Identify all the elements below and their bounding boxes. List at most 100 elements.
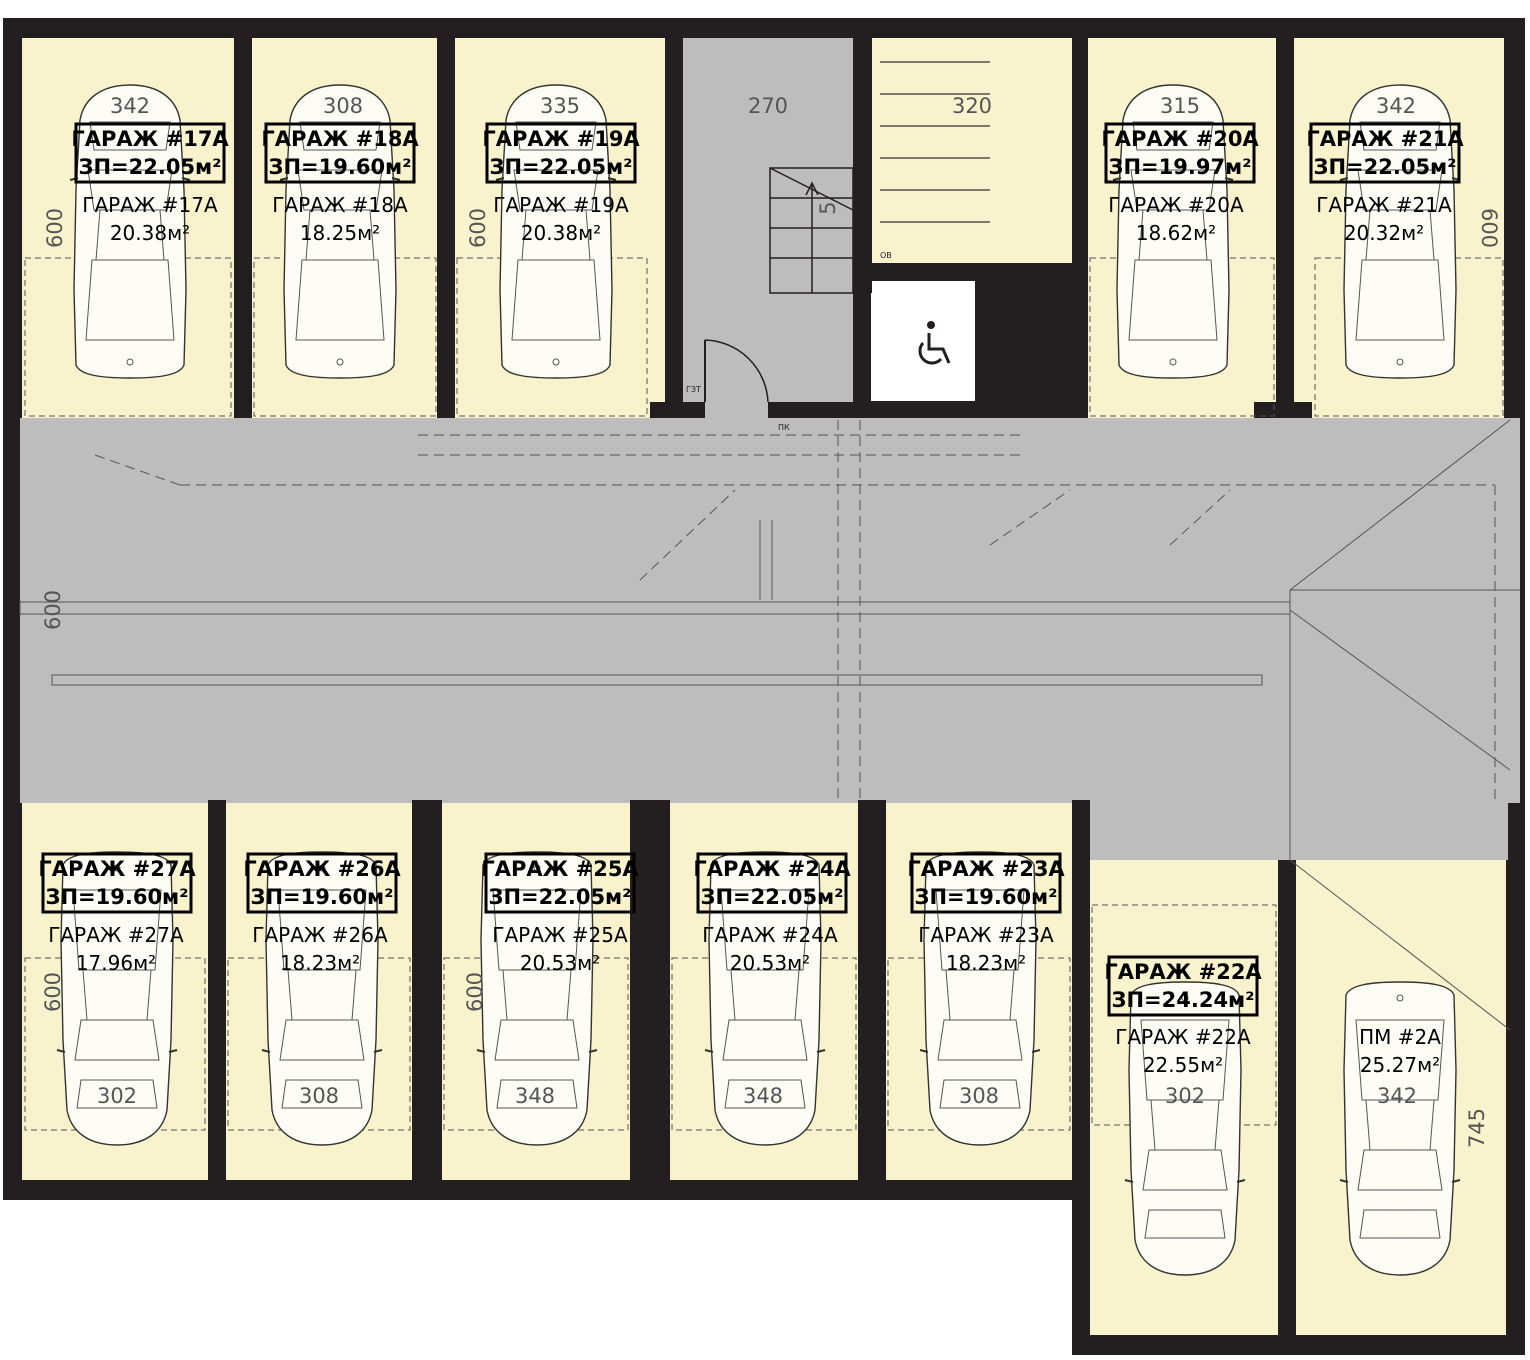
dim-27a-width: 302 <box>97 1084 137 1108</box>
stair-label: 5 <box>816 201 840 214</box>
garage-27a-name: ГАРАЖ #27А <box>48 923 184 947</box>
garage-17a-title: ГАРАЖ #17А <box>71 127 229 151</box>
wall <box>665 38 683 418</box>
label-box-18a <box>264 122 416 184</box>
garage-20a-area: 18.62м² <box>1136 221 1216 245</box>
wall <box>234 38 252 418</box>
garage-21a-zp: ЗП=22.05м² <box>1314 155 1457 179</box>
label-box-26a <box>246 852 398 914</box>
dim-stair-width: 270 <box>748 94 788 118</box>
garage-22a-zp: ЗП=24.24м² <box>1112 988 1255 1012</box>
wall <box>858 800 886 1180</box>
door-tag: ГЗТ <box>686 385 701 394</box>
dim-bike-width: 320 <box>952 94 992 118</box>
garage-25a-zp: ЗП=22.05м² <box>489 885 632 909</box>
label-box-21a <box>1309 122 1461 184</box>
garage-21a-title: ГАРАЖ #21А <box>1306 127 1464 151</box>
garage-18a-title: ГАРАЖ #18А <box>261 127 419 151</box>
label-box-25a <box>484 852 636 914</box>
garage-25a-title: ГАРАЖ #25А <box>481 857 639 881</box>
garage-25a-name: ГАРАЖ #25А <box>492 923 628 947</box>
dim-21a-depth: 600 <box>1477 208 1501 248</box>
garage-24a-name: ГАРАЖ #24А <box>702 923 838 947</box>
dim-24a-width: 348 <box>743 1084 783 1108</box>
dim-17a-depth: 600 <box>43 208 67 248</box>
wall <box>1278 860 1296 1335</box>
wall <box>412 800 442 1180</box>
garage-22a-area: 22.55м² <box>1143 1053 1223 1077</box>
aisle-right-extension <box>1088 795 1508 860</box>
wall <box>1072 800 1090 1180</box>
wheelchair-icon <box>918 321 951 365</box>
dim-27a-depth: 600 <box>41 972 65 1012</box>
garage-26a-zp: ЗП=19.60м² <box>251 885 394 909</box>
label-box-27a <box>41 852 193 914</box>
garage-25a-area: 20.53м² <box>520 951 600 975</box>
label-box-19a <box>485 122 637 184</box>
dim-19a-width: 335 <box>540 94 580 118</box>
garage-19a-name: ГАРАЖ #19А <box>493 193 629 217</box>
garage-21a-name: ГАРАЖ #21А <box>1316 193 1452 217</box>
garage-17a-name: ГАРАЖ #17А <box>82 193 218 217</box>
garage-20a-zp: ЗП=19.97м² <box>1109 155 1252 179</box>
dim-pm2a-width: 342 <box>1377 1084 1417 1108</box>
parking-spot-area: 25.27м² <box>1360 1053 1440 1077</box>
wall <box>1072 38 1088 418</box>
garage-17a-zp: ЗП=22.05м² <box>79 155 222 179</box>
wall <box>437 38 455 418</box>
dim-20a-width: 315 <box>1160 94 1200 118</box>
garage-27a-zp: ЗП=19.60м² <box>46 885 189 909</box>
label-box-23a <box>910 852 1062 914</box>
bike-room-area <box>872 38 1072 263</box>
wall <box>853 38 872 293</box>
label-box-22a <box>1107 955 1259 1017</box>
garage-26a-name: ГАРАЖ #26А <box>252 923 388 947</box>
garage-24a-zp: ЗП=22.05м² <box>701 885 844 909</box>
wall <box>768 402 998 418</box>
dim-23a-width: 308 <box>959 1084 999 1108</box>
dim-26a-width: 308 <box>299 1084 339 1108</box>
pk-tag: ПК <box>778 423 790 432</box>
garage-23a-name: ГАРАЖ #23А <box>918 923 1054 947</box>
garage-18a-name: ГАРАЖ #18А <box>272 193 408 217</box>
garage-27a-title: ГАРАЖ #27А <box>38 857 196 881</box>
wall <box>1254 402 1312 418</box>
garage-19a-zp: ЗП=22.05м² <box>490 155 633 179</box>
garage-26a-title: ГАРАЖ #26А <box>243 857 401 881</box>
dim-17a-width: 342 <box>110 94 150 118</box>
garage-24a-title: ГАРАЖ #24А <box>693 857 851 881</box>
wall <box>650 402 705 418</box>
garage-23a-zp: ЗП=19.60м² <box>915 885 1058 909</box>
wall <box>630 800 670 1180</box>
dim-25a-depth: 600 <box>463 972 487 1012</box>
garage-27a-area: 17.96м² <box>76 951 156 975</box>
label-box-17a <box>74 122 226 184</box>
garage-18a-area: 18.25м² <box>300 221 380 245</box>
dim-pm2a-depth: 745 <box>1465 1108 1489 1148</box>
garage-17a-area: 20.38м² <box>110 221 190 245</box>
dim-21a-width: 342 <box>1376 94 1416 118</box>
garage-23a-title: ГАРАЖ #23А <box>907 857 1065 881</box>
parking-spot-name: ПМ #2А <box>1359 1025 1441 1049</box>
dim-25a-width: 348 <box>515 1084 555 1108</box>
dim-22a-width: 302 <box>1165 1084 1205 1108</box>
bike-room-tag: ОВ <box>880 251 892 260</box>
garage-18a-zp: ЗП=19.60м² <box>269 155 412 179</box>
garage-26a-area: 18.23м² <box>280 951 360 975</box>
dim-aisle-depth: 600 <box>41 590 65 630</box>
garage-24a-area: 20.53м² <box>730 951 810 975</box>
dim-19a-depth: 600 <box>466 208 490 248</box>
garage-20a-title: ГАРАЖ #20А <box>1101 127 1259 151</box>
lift-shaft <box>869 279 977 403</box>
stair <box>769 167 854 294</box>
garage-21a-area: 20.32м² <box>1344 221 1424 245</box>
garage-23a-area: 18.23м² <box>946 951 1026 975</box>
wall <box>976 265 998 415</box>
aisle-details <box>19 419 1520 1031</box>
wall <box>853 265 998 281</box>
dim-18a-width: 308 <box>323 94 363 118</box>
door-swing <box>704 339 769 403</box>
wall <box>1276 38 1294 418</box>
bike-racks <box>880 61 990 223</box>
